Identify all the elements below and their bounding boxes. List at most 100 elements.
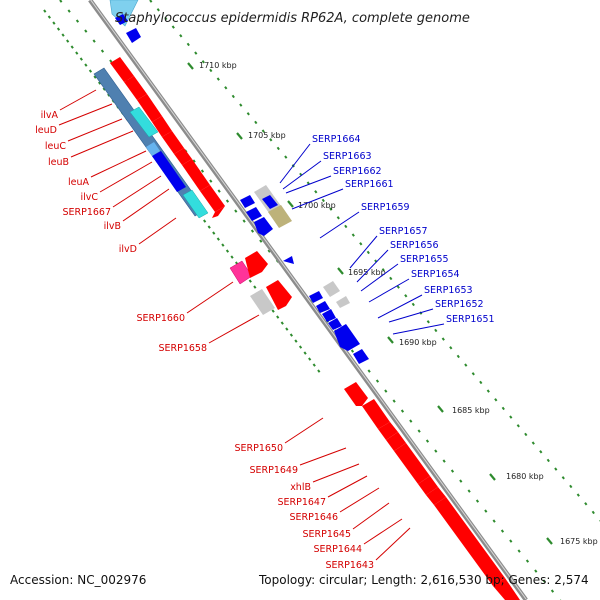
scale-dot xyxy=(234,209,238,213)
gene-feature-SERP1658[interactable] xyxy=(250,289,275,315)
gene-feature-SERP1663[interactable] xyxy=(268,205,292,228)
gene-feature-SERP1644[interactable] xyxy=(426,487,446,505)
gene-feature-SERP1661[interactable] xyxy=(246,207,262,221)
gene-feature-SERP1651[interactable] xyxy=(353,349,369,364)
forward-gene-label[interactable]: SERP1646 xyxy=(289,512,338,523)
reverse-label-leader xyxy=(285,175,332,194)
gene-feature-xhlB[interactable] xyxy=(378,422,398,440)
scale-tick-label: 1700 kbp xyxy=(298,201,336,210)
reverse-gene-label[interactable]: SERP1651 xyxy=(446,314,495,325)
scale-dot xyxy=(492,519,496,523)
reverse-gene-label[interactable]: SERP1661 xyxy=(345,179,394,190)
forward-gene-label[interactable]: leuB xyxy=(48,157,69,168)
gene-feature-leuD[interactable] xyxy=(124,76,147,100)
forward-gene-label[interactable]: ilvC xyxy=(80,192,98,203)
scale-dot xyxy=(442,459,446,463)
forward-gene-label[interactable]: ilvB xyxy=(104,221,121,232)
gene-feature-SERP1653[interactable] xyxy=(328,318,342,330)
forward-gene-label[interactable]: SERP1644 xyxy=(313,544,362,555)
scale-tick-label: 1710 kbp xyxy=(199,61,237,70)
forward-gene-label[interactable]: leuC xyxy=(45,141,67,152)
gene-feature-leuB[interactable] xyxy=(152,116,172,137)
reverse-gene-label[interactable]: SERP1657 xyxy=(379,226,428,237)
forward-label-leader xyxy=(208,314,260,344)
gene-feature-leuC[interactable] xyxy=(137,94,162,122)
scale-dot xyxy=(456,354,460,359)
scale-dot xyxy=(539,450,543,454)
reverse-gene-label[interactable]: SERP1663 xyxy=(323,151,372,162)
gene-feature-SERP1656[interactable] xyxy=(309,291,323,303)
gene-feature-blue-r2[interactable] xyxy=(262,195,278,209)
gene-feature-ilvA[interactable] xyxy=(110,57,134,82)
forward-gene-label[interactable]: SERP1645 xyxy=(302,529,351,540)
gene-feature-SERP1646[interactable] xyxy=(394,443,430,484)
scale-dot xyxy=(411,302,415,307)
gene-feature-blue-ilv[interactable] xyxy=(152,151,186,192)
gene-feature-SERP1645[interactable] xyxy=(418,476,438,495)
scale-dot xyxy=(66,39,70,43)
gene-feature-SERP1662[interactable] xyxy=(240,195,255,208)
forward-gene-label[interactable]: SERP1649 xyxy=(249,465,298,476)
gene-feature-ilvB[interactable] xyxy=(200,185,225,212)
scale-dot xyxy=(434,449,438,453)
scale-dot xyxy=(591,510,595,515)
gene-feature-top-blue[interactable] xyxy=(126,28,141,43)
gene-feature-SERP1650[interactable] xyxy=(344,382,368,406)
scale-dot xyxy=(209,179,213,183)
gene-feature-red-mid-1[interactable] xyxy=(245,251,268,278)
scale-dot xyxy=(486,389,490,393)
scale-dot xyxy=(276,315,280,319)
scale-dot-tracks xyxy=(43,0,600,600)
reverse-gene-label[interactable]: SERP1655 xyxy=(400,254,449,265)
gene-feature-SERP1649[interactable] xyxy=(362,399,390,429)
gene-feature-top-blue-2[interactable] xyxy=(115,14,128,25)
forward-gene-label[interactable]: SERP1660 xyxy=(136,313,185,324)
gene-feature-top-cyan[interactable] xyxy=(109,0,139,27)
forward-gene-label[interactable]: SERP1643 xyxy=(325,560,374,571)
scale-dot xyxy=(317,369,321,373)
forward-label-leader xyxy=(327,475,368,498)
gene-feature-leuA[interactable] xyxy=(162,131,184,154)
scale-dot xyxy=(100,49,105,53)
forward-gene-label[interactable]: leuA xyxy=(68,177,90,188)
forward-label-leader xyxy=(58,103,113,126)
gene-feature-SERP1654[interactable] xyxy=(322,309,336,322)
gene-feature-ilvD[interactable] xyxy=(212,206,225,218)
gene-feature-ilvC[interactable] xyxy=(174,148,192,165)
reverse-gene-label[interactable]: SERP1653 xyxy=(424,285,473,296)
gene-feature-SERP1659[interactable] xyxy=(323,281,340,297)
reverse-gene-label[interactable]: SERP1654 xyxy=(411,269,460,280)
scale-dot xyxy=(84,29,88,33)
forward-gene-label[interactable]: SERP1650 xyxy=(234,443,283,454)
gene-feature-red-bottom[interactable] xyxy=(493,578,520,600)
gene-feature-SERP1657[interactable] xyxy=(336,296,350,308)
reverse-gene-label[interactable]: SERP1662 xyxy=(333,166,382,177)
gene-feature-SERP1643[interactable] xyxy=(434,497,505,586)
forward-gene-label[interactable]: SERP1647 xyxy=(277,497,326,508)
forward-gene-label[interactable]: SERP1667 xyxy=(62,207,111,218)
scale-dot xyxy=(285,327,289,331)
scale-tick-mark xyxy=(236,132,243,140)
forward-gene-label[interactable]: ilvA xyxy=(41,110,59,121)
forward-gene-label[interactable]: xhlB xyxy=(290,482,311,493)
reverse-gene-label[interactable]: SERP1652 xyxy=(435,299,484,310)
gene-feature-SERP1652[interactable] xyxy=(334,324,360,351)
scale-dot xyxy=(500,529,505,533)
gene-feature-blue-small[interactable] xyxy=(283,256,294,264)
reverse-gene-label[interactable]: SERP1659 xyxy=(361,202,410,213)
forward-gene-label[interactable]: ilvD xyxy=(119,244,137,255)
gene-feature-blue-r1[interactable] xyxy=(254,217,273,236)
gene-feature-SERP1667[interactable] xyxy=(182,159,210,191)
scale-dot xyxy=(224,86,228,90)
gene-feature-SERP1655[interactable] xyxy=(316,301,330,313)
gene-feature-red-mid-2[interactable] xyxy=(266,280,292,310)
reverse-gene-label[interactable]: SERP1664 xyxy=(312,134,361,145)
forward-gene-label[interactable]: leuD xyxy=(35,125,57,136)
gene-feature-cyan-2[interactable] xyxy=(182,189,209,219)
scale-dot xyxy=(479,380,483,385)
gene-feature-cyan-1[interactable] xyxy=(129,106,159,138)
gene-feature-lightblue[interactable] xyxy=(146,142,160,156)
reverse-gene-label[interactable]: SERP1656 xyxy=(390,240,439,251)
gene-feature-SERP1647[interactable] xyxy=(386,432,406,451)
forward-gene-label[interactable]: SERP1658 xyxy=(158,343,207,354)
